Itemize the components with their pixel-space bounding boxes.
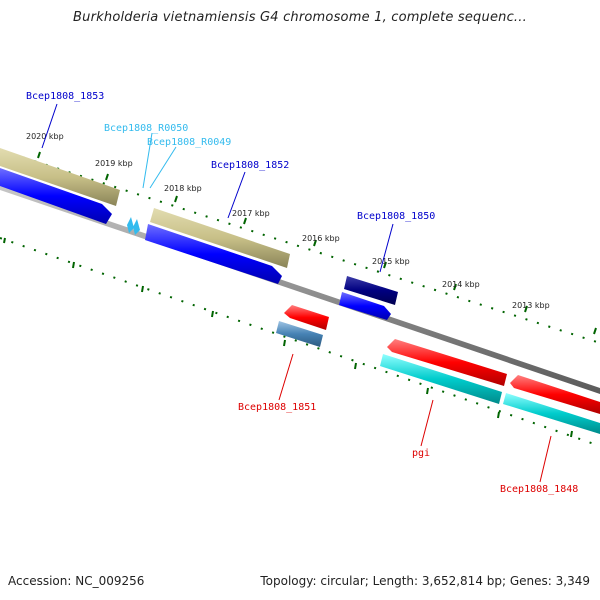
inner-major-ticks <box>3 237 573 438</box>
kbp-label: 2013 kbp <box>512 301 550 310</box>
cds-bcep1808-1851-red <box>284 305 329 330</box>
label-leaders <box>41 103 552 483</box>
accession-text: Accession: NC_009256 <box>8 574 145 588</box>
cds-bcep1808-1850-dark <box>344 276 398 305</box>
gene-label: Bcep1808_R0050 <box>104 123 188 134</box>
reverse-cds[interactable] <box>284 305 600 414</box>
gene-label-group: Bcep1808_1853 Bcep1808_R0050 Bcep1808_R0… <box>26 91 578 495</box>
gene-label: Bcep1808_1848 <box>500 484 578 495</box>
ortholog-bar <box>150 208 290 268</box>
gene-label: Bcep1808_R0049 <box>147 137 231 148</box>
cds-bcep1808-1850 <box>339 292 391 320</box>
cds-pgi <box>387 339 507 386</box>
trna-r0049 <box>133 219 140 235</box>
kbp-label: 2016 kbp <box>302 234 340 243</box>
trna-features[interactable] <box>127 217 140 235</box>
other-features[interactable] <box>276 321 600 434</box>
gene-label: Bcep1808_1852 <box>211 160 289 171</box>
cds-bcep1808-1852 <box>145 224 282 284</box>
trna-r0050 <box>127 217 134 233</box>
cyan-bar <box>503 393 600 434</box>
kbp-label: 2019 kbp <box>95 159 133 168</box>
inner-tick-ring <box>0 237 600 447</box>
kbp-label: 2018 kbp <box>164 184 202 193</box>
cds-bcep1808-1853 <box>0 168 112 224</box>
forward-cds[interactable] <box>0 168 398 320</box>
kbp-label: 2015 kbp <box>372 257 410 266</box>
gene-label: Bcep1808_1851 <box>238 402 316 413</box>
ortholog-features[interactable] <box>0 148 290 268</box>
gene-label: Bcep1808_1853 <box>26 91 104 102</box>
kbp-label: 2014 kbp <box>442 280 480 289</box>
cds-bcep1808-1851-steel <box>276 321 323 347</box>
map-title: Burkholderia vietnamiensis G4 chromosome… <box>73 10 527 25</box>
major-tick-marks <box>37 151 597 335</box>
genome-summary-text: Topology: circular; Length: 3,652,814 bp… <box>260 574 590 588</box>
gene-label: pgi <box>412 448 430 459</box>
cds-bcep1808-1848 <box>510 375 600 414</box>
kbp-label: 2017 kbp <box>232 209 270 218</box>
ortholog-bar <box>0 148 120 206</box>
gene-label: Bcep1808_1850 <box>357 211 435 222</box>
cyan-bar <box>380 354 502 404</box>
kbp-labels: 2020 kbp 2019 kbp 2018 kbp 2017 kbp 2016… <box>26 132 550 310</box>
kbp-label: 2020 kbp <box>26 132 64 141</box>
